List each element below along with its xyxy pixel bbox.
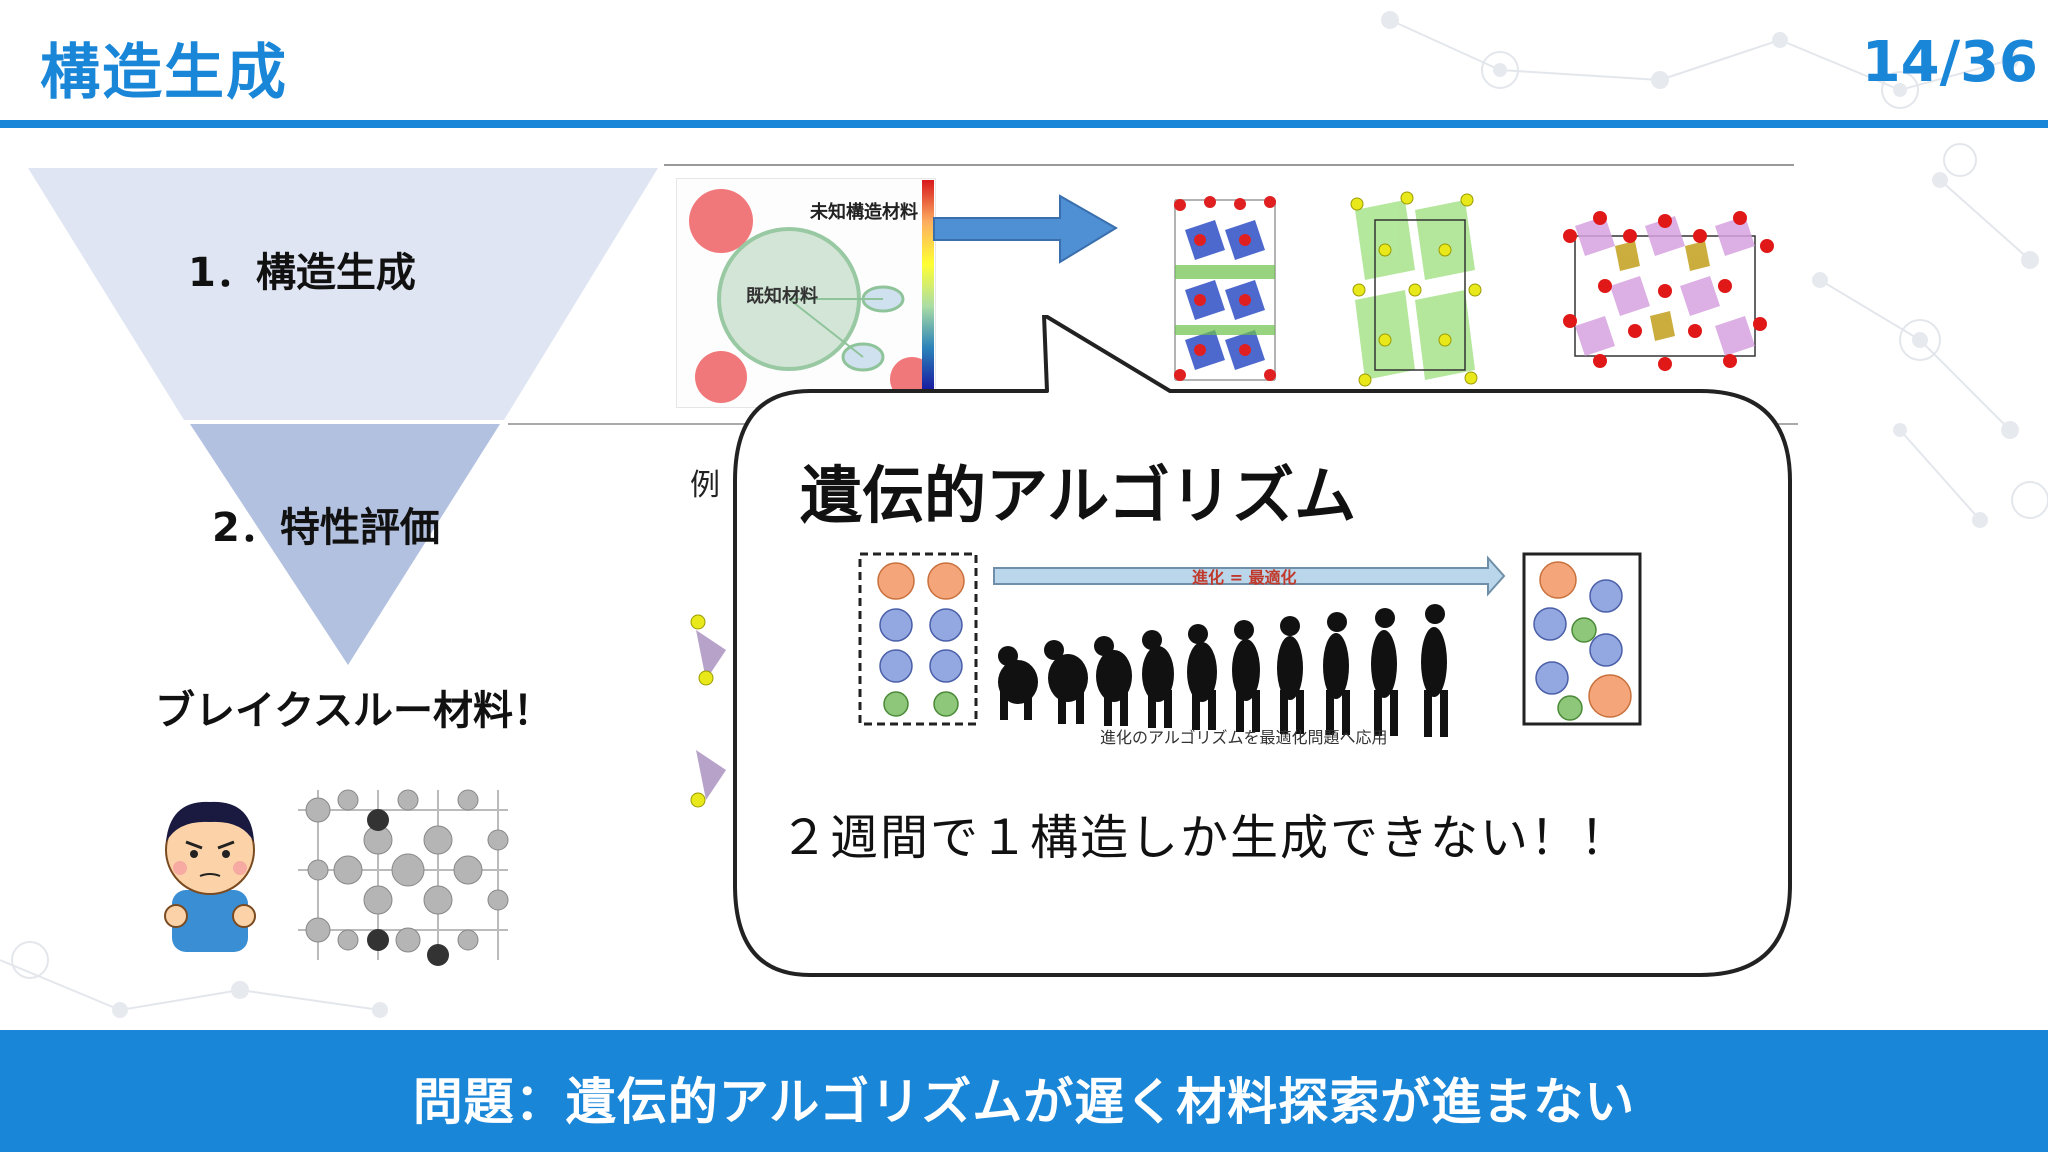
crystal-structure-2: [1350, 191, 1482, 387]
material-lattice-illustration: [298, 789, 509, 966]
funnel-step-2-label: 2．特性評価: [212, 505, 440, 551]
evolution-silhouettes-icon: [998, 604, 1448, 737]
figure-top-divider: [664, 164, 1794, 166]
hidden-structure-fragment: [690, 614, 726, 808]
unknown-materials-label: 未知構造材料: [810, 202, 918, 223]
evolution-arrow-icon: [993, 555, 1506, 597]
crystal-structure-1: [1174, 196, 1276, 381]
right-arrow-icon: [933, 194, 1118, 264]
materials-map-plot: [689, 189, 934, 403]
funnel-bottom-section: [190, 424, 500, 665]
funnel-step-1-label: 1．構造生成: [188, 250, 416, 296]
initial-population-box: [858, 552, 978, 726]
problem-statement: 問題：遺伝的アルゴリズムが遅く材料探索が進まない: [412, 1073, 1636, 1131]
crystal-structure-3: [1563, 211, 1774, 371]
genetic-algorithm-figure: [858, 552, 1642, 737]
breakthrough-label: ブレイクスルー材料！: [155, 688, 553, 734]
bubble-note: ２週間で１構造しか生成できない！！: [780, 810, 1631, 866]
person-illustration: [164, 801, 256, 952]
slide-title: 構造生成: [40, 38, 288, 108]
funnel-diagram: [28, 168, 658, 665]
bubble-title: 遺伝的アルゴリズム: [800, 459, 1357, 532]
speech-bubble: [733, 315, 1792, 977]
header-divider: [0, 120, 2048, 128]
evolution-caption: 進化のアルゴリズムを最適化問題へ応用: [1100, 728, 1388, 747]
example-label: 例: [690, 468, 720, 503]
page-number: 14/36: [1861, 30, 2038, 95]
known-materials-label: 既知材料: [746, 286, 818, 307]
evolution-arrow-label: 進化 = 最適化: [1192, 568, 1297, 587]
map-colorbar: [922, 180, 934, 390]
bottom-banner: [0, 1030, 2048, 1152]
funnel-top-section: [28, 168, 658, 420]
optimized-population-box: [1522, 552, 1642, 726]
materials-space-map: [676, 178, 936, 408]
